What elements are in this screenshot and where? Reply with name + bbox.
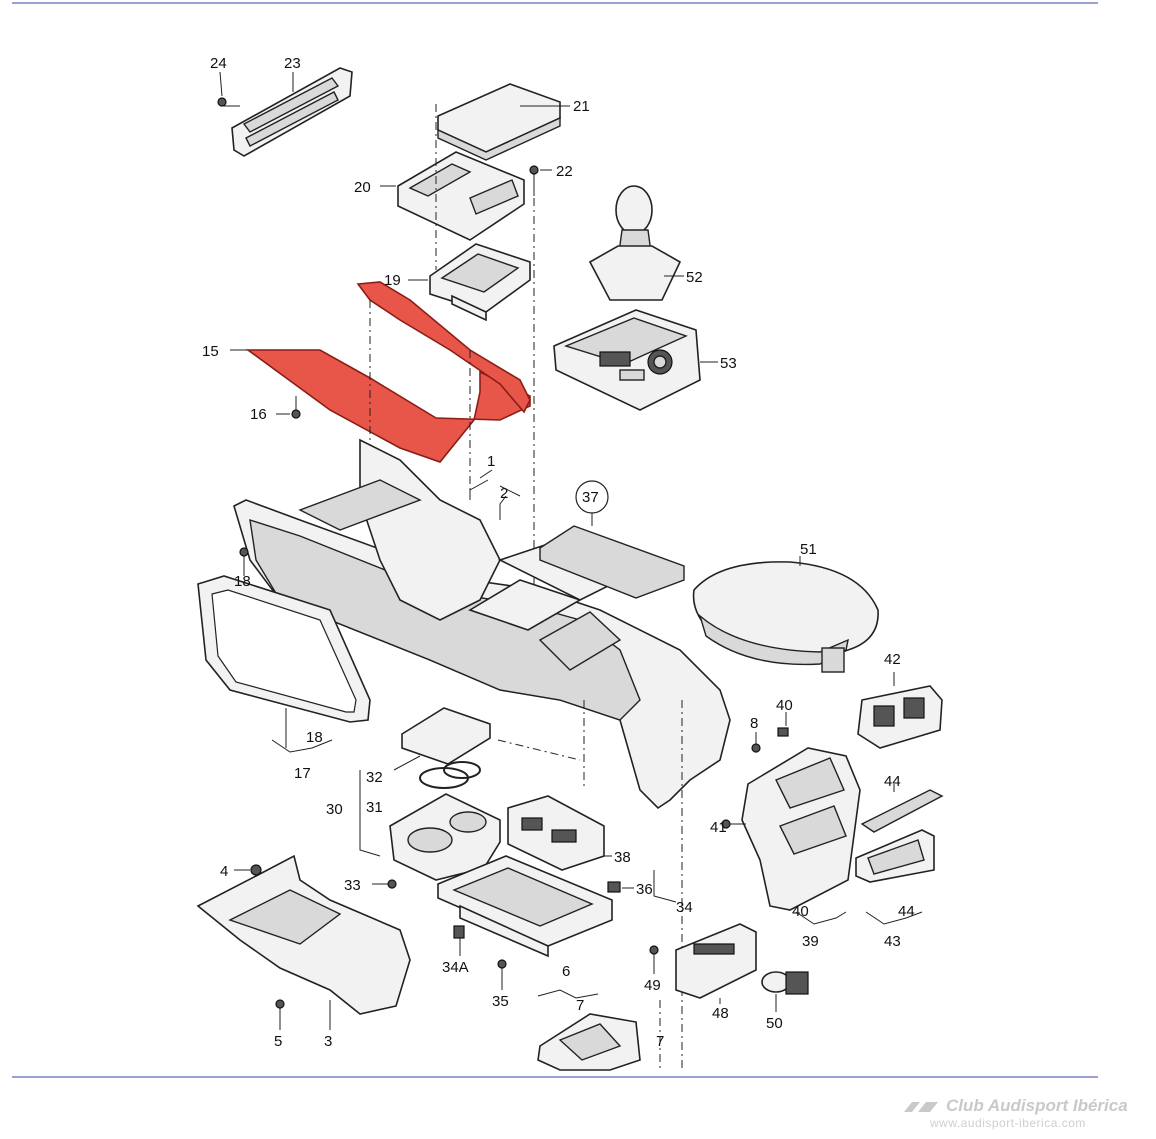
label-38: 38 (614, 849, 631, 866)
part-43-vent (855, 829, 935, 925)
part-33-screw (372, 879, 397, 889)
label-34a: 34A (442, 959, 469, 976)
label-21: 21 (573, 98, 590, 115)
label-19: 19 (384, 272, 401, 289)
part-53-control-panel (553, 309, 718, 411)
part-15-highlighted-panel (230, 281, 531, 500)
label-20: 20 (354, 179, 371, 196)
part-52-gear-knob-boot (588, 185, 684, 301)
part-39-rear-panel (721, 747, 861, 925)
part-31-ring (419, 761, 481, 789)
part-17-side-panel (197, 575, 371, 753)
label-42: 42 (884, 651, 901, 668)
label-24: 24 (210, 55, 227, 72)
label-7-lower: 7 (656, 1033, 664, 1050)
part-19-tray (408, 243, 531, 322)
label-31: 31 (366, 799, 383, 816)
top-divider (12, 2, 1098, 4)
label-18-lower: 18 (306, 729, 323, 746)
part-20-bracket (380, 104, 525, 270)
label-8: 8 (750, 715, 758, 732)
label-39: 39 (802, 933, 819, 950)
label-40-upper: 40 (776, 697, 793, 714)
part-51-armrest (692, 556, 879, 673)
part-8-screw (751, 732, 761, 753)
watermark-url: www.audisport-iberica.com (930, 1116, 1086, 1130)
label-35: 35 (492, 993, 509, 1010)
label-4: 4 (220, 863, 228, 880)
label-7-upper: 7 (576, 997, 584, 1014)
part-34-storage-tray (437, 855, 677, 958)
club-logo-icon (904, 1101, 938, 1112)
part-48-socket-module (675, 923, 757, 1004)
part-50-power-socket (761, 971, 809, 1012)
label-6: 6 (562, 963, 570, 980)
label-40-lower: 40 (792, 903, 809, 920)
part-16-screw (276, 396, 301, 419)
label-32: 32 (366, 769, 383, 786)
label-51: 51 (800, 541, 817, 558)
label-36: 36 (636, 881, 653, 898)
label-33: 33 (344, 877, 361, 894)
part-42-rear-vent (857, 672, 943, 749)
label-44-lower: 44 (898, 903, 915, 920)
label-48: 48 (712, 1005, 729, 1022)
label-5: 5 (274, 1033, 282, 1050)
label-37: 37 (582, 489, 599, 506)
bottom-divider (12, 1076, 1098, 1078)
part-4-clip (234, 864, 262, 876)
part-3-lower-bracket (196, 854, 411, 1030)
leader-lines (469, 105, 585, 790)
label-18-upper: 18 (234, 573, 251, 590)
label-44-upper: 44 (884, 773, 901, 790)
part-49-screw (649, 945, 659, 974)
watermark-title: Club Audisport Ibérica (946, 1096, 1128, 1115)
label-17: 17 (294, 765, 311, 782)
label-41: 41 (710, 819, 727, 836)
part-21-lid (437, 83, 570, 161)
label-2: 2 (500, 485, 508, 502)
label-30: 30 (326, 801, 343, 818)
label-49: 49 (644, 977, 661, 994)
part-18-fastener (239, 547, 249, 576)
part-34a-clip (453, 925, 465, 956)
part-40-clip (777, 712, 789, 737)
part-22-screw (529, 165, 552, 600)
label-53: 53 (720, 355, 737, 372)
label-50: 50 (766, 1015, 783, 1032)
label-15: 15 (202, 343, 219, 360)
label-3: 3 (324, 1033, 332, 1050)
label-34: 34 (676, 899, 693, 916)
part-32-cover (393, 707, 491, 771)
watermark: Club Audisport Ibérica www.audisport-ibe… (900, 1096, 1150, 1130)
part-23-trim-panel (217, 67, 353, 157)
part-44-trim (860, 784, 944, 833)
part-30-cup-holder (359, 770, 501, 881)
label-23: 23 (284, 55, 301, 72)
label-1: 1 (487, 453, 495, 470)
part-37-pad (539, 480, 685, 599)
part-6-lower-mount (537, 700, 683, 1071)
label-16: 16 (250, 406, 267, 423)
label-22: 22 (556, 163, 573, 180)
part-36-clip (607, 881, 634, 893)
label-52: 52 (686, 269, 703, 286)
part-35-screw (497, 959, 507, 990)
label-43: 43 (884, 933, 901, 950)
part-5-screw (275, 999, 285, 1030)
part-38-switch-module (507, 795, 612, 871)
